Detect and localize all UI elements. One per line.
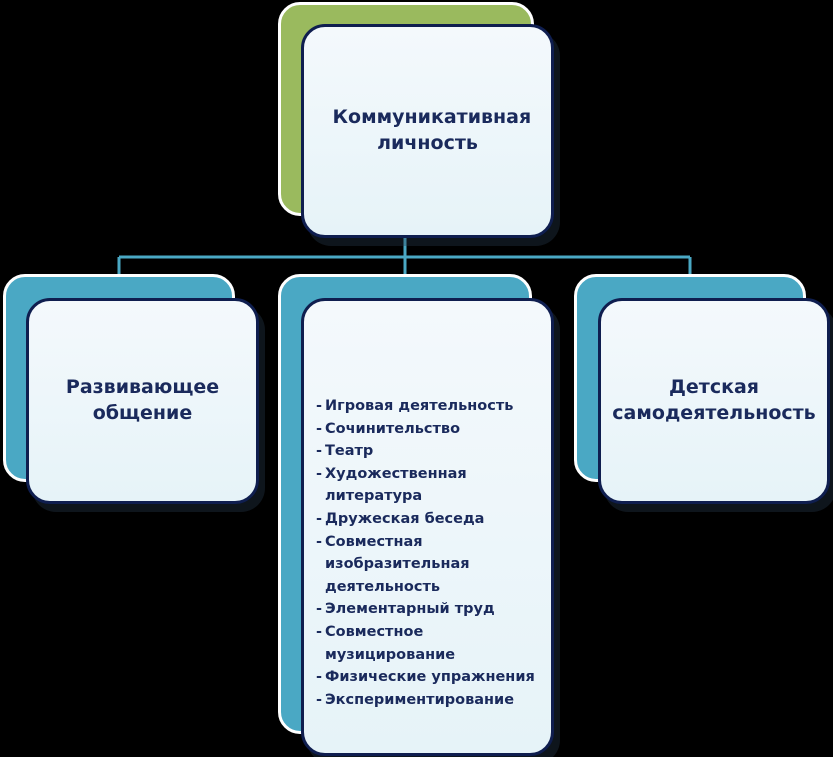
child-node-middle-box: -Игровая деятельность -Сочинительство -Т… (301, 298, 554, 756)
child-node-left: Развивающее общение (3, 274, 259, 504)
root-node-box: Коммуникативная личность (301, 24, 554, 238)
list-item: -Театр (316, 443, 374, 460)
root-node-label: Коммуникативная личность (332, 106, 532, 154)
child-node-right-box: Детская самодеятельность (598, 298, 830, 504)
child-node-left-label: Развивающее общение (65, 376, 220, 424)
list-item: -Физические упражнения (316, 669, 535, 686)
list-item: -Игровая деятельность (316, 398, 514, 414)
child-node-middle: -Игровая деятельность -Сочинительство -Т… (278, 274, 556, 756)
root-node: Коммуникативная личность (278, 2, 556, 238)
child-node-right: Детская самодеятельность (574, 274, 830, 504)
child-node-left-box: Развивающее общение (26, 298, 259, 504)
list-item: -Совместная изобразительная деятельность (316, 533, 470, 595)
list-item: -Совместное музицирование (316, 623, 456, 663)
activity-list: -Игровая деятельность -Сочинительство -Т… (316, 395, 548, 711)
list-item: -Сочинительство (316, 420, 461, 437)
list-item: -Художественная литература (316, 465, 467, 505)
child-node-right-label: Детская самодеятельность (612, 376, 816, 424)
list-item: -Элементарный труд (316, 601, 495, 618)
list-item: -Дружеская беседа (316, 510, 485, 527)
list-item: -Экспериментирование (316, 691, 515, 708)
